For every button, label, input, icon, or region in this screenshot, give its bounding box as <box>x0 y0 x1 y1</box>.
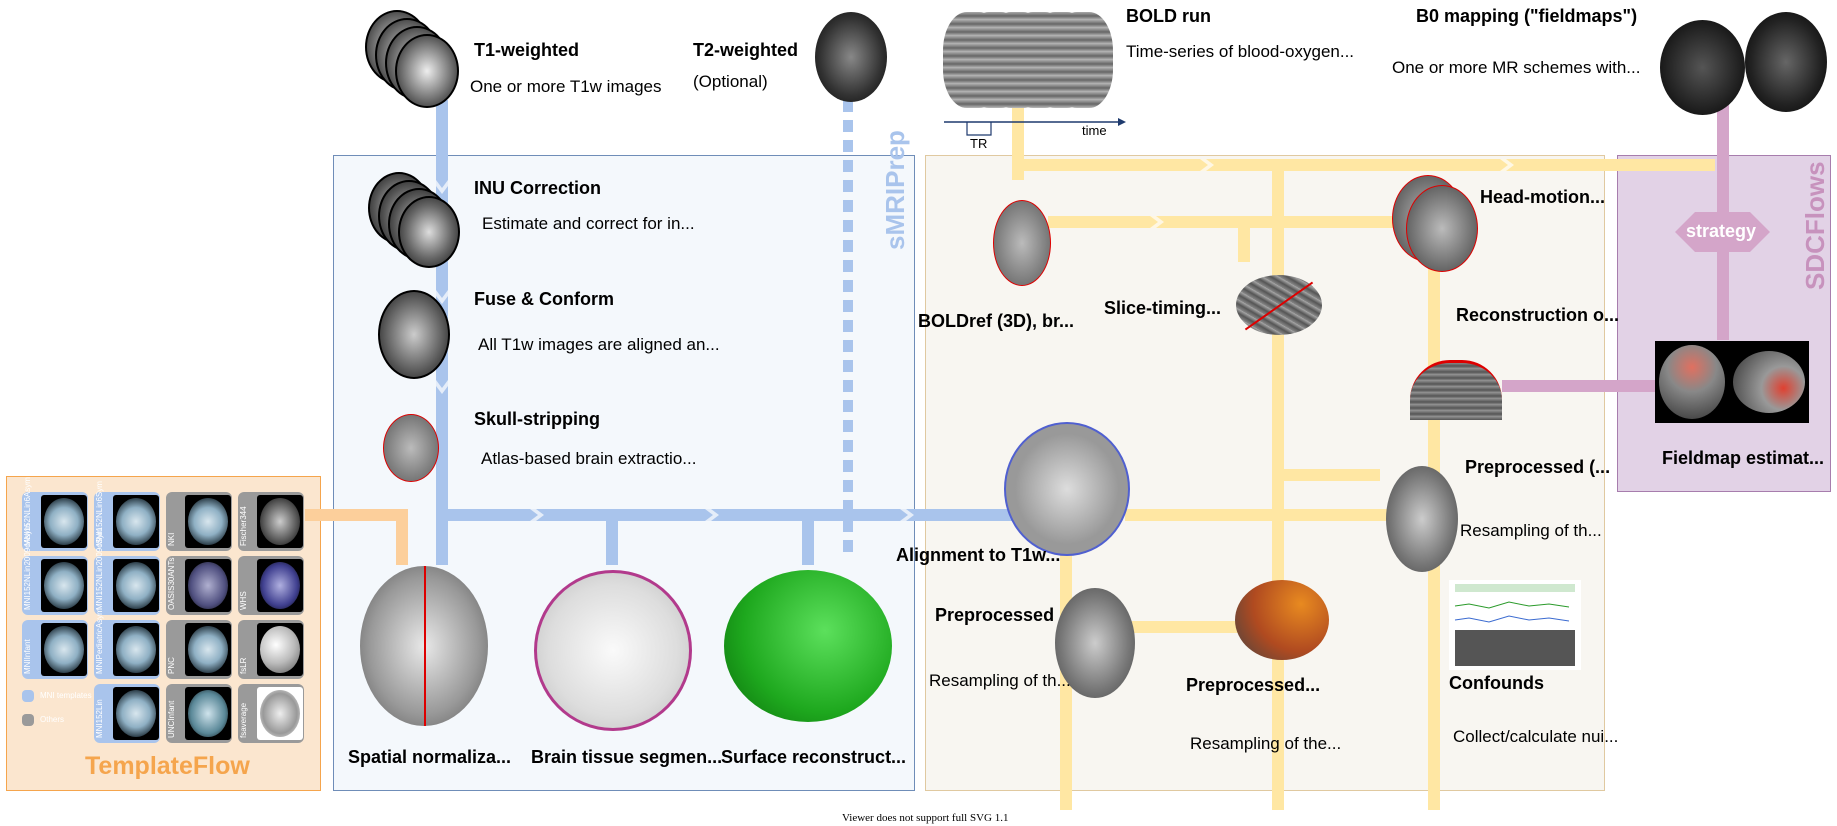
head-motion-image <box>1392 175 1482 273</box>
fmap-desc: One or more MR schemes with... <box>1392 58 1641 77</box>
skull-desc: Atlas-based brain extractio... <box>481 449 697 468</box>
legend-mni-swatch <box>22 690 34 702</box>
confounds-plot <box>1449 580 1581 670</box>
confounds-title: Confounds <box>1449 673 1544 693</box>
templateflow-title: TemplateFlow <box>85 752 250 780</box>
template-tile: MNI152NLin6Asym <box>22 477 88 551</box>
alignment-label: Alignment to T1w... <box>896 545 1061 565</box>
reconstruction-label: Reconstruction o... <box>1456 305 1620 325</box>
fieldmap-estimate-image <box>1655 341 1809 423</box>
footer-note: Viewer does not support full SVG 1.1 <box>842 812 1009 824</box>
fieldmap-estimate-label: Fieldmap estimat... <box>1662 448 1825 468</box>
preprocessed-native-image <box>1386 466 1458 572</box>
head-motion-label: Head-motion... <box>1480 187 1605 207</box>
confounds-desc: Collect/calculate nui... <box>1453 727 1619 746</box>
slice-timing-label: Slice-timing... <box>1104 298 1222 318</box>
template-tile: MNI152NLin2009cAsym <box>22 524 88 615</box>
template-tile: PNC <box>166 620 232 679</box>
template-tile: MNIPediatricAsym <box>94 608 160 679</box>
inu-title: INU Correction <box>474 178 602 198</box>
template-tile: MNI152NLin2009cSym <box>94 528 160 615</box>
template-tile: fsaverage <box>238 684 304 743</box>
t1w-stack-image <box>365 10 459 115</box>
template-grid: MNI152NLin6Asym MNI152NLin6Sym NKI Fisch… <box>22 477 312 743</box>
alignment-image <box>1004 422 1130 556</box>
legend-others-label: Others <box>40 715 65 724</box>
surface-recon-image <box>724 570 892 722</box>
template-tile: MNIInfant <box>22 620 88 679</box>
template-tile: WHS <box>238 556 304 615</box>
sdc-corrected-image <box>1410 360 1502 420</box>
template-tile: MNI152NLin6Sym <box>94 481 160 551</box>
tissue-seg-label: Brain tissue segmen... <box>531 747 723 767</box>
bold-title: BOLD run <box>1126 6 1211 26</box>
inu-desc: Estimate and correct for in... <box>482 214 695 233</box>
preprocessed-vol-image <box>1055 588 1135 698</box>
fuse-title: Fuse & Conform <box>474 289 615 309</box>
template-tile: MNI152Lin <box>94 684 160 743</box>
t2w-image <box>815 12 887 102</box>
template-tile: Fischer344 <box>238 492 304 551</box>
template-tile: NKI <box>166 492 232 551</box>
smriprep-title: sMRIPrep <box>880 130 910 250</box>
template-tile: UNCInfant <box>166 684 232 743</box>
strategy-label: strategy <box>1686 221 1757 241</box>
sdcflows-title: SDCFlows <box>1800 161 1830 290</box>
fuse-conform-image <box>378 290 450 379</box>
legend-mni-label: MNI templates <box>40 691 92 700</box>
t2w-title: T2-weighted <box>693 40 799 60</box>
time-label: time <box>1082 123 1107 138</box>
fmap-title: B0 mapping ("fieldmaps") <box>1416 6 1638 26</box>
bold-series-image <box>943 12 1113 112</box>
spatial-norm-midline <box>424 566 426 726</box>
spatial-norm-label: Spatial normaliza... <box>348 747 512 767</box>
preprocessed-surf-desc: Resampling of the... <box>1190 734 1342 753</box>
preprocessed-vol-title: Preprocessed <box>935 605 1055 625</box>
preprocessed-native-desc: Resampling of th... <box>1460 521 1602 540</box>
bold-desc: Time-series of blood-oxygen... <box>1126 42 1355 61</box>
surface-recon-label: Surface reconstruct... <box>721 747 907 767</box>
t2w-desc: (Optional) <box>693 72 768 91</box>
skull-strip-image <box>383 414 439 482</box>
legend-others-swatch <box>22 714 34 726</box>
fieldmap-images <box>1660 12 1830 117</box>
preprocessed-surf-image <box>1235 580 1329 660</box>
boldref-label: BOLDref (3D), br... <box>918 311 1075 331</box>
template-tile: fsLR <box>238 620 304 679</box>
t1w-desc: One or more T1w images <box>470 77 662 96</box>
skull-title: Skull-stripping <box>474 409 600 429</box>
preprocessed-surf-title: Preprocessed... <box>1186 675 1321 695</box>
tissue-seg-image <box>534 570 692 731</box>
preprocessed-native-title: Preprocessed (... <box>1465 457 1611 477</box>
fuse-desc: All T1w images are aligned an... <box>478 335 720 354</box>
t1w-title: T1-weighted <box>474 40 580 60</box>
inu-image <box>368 172 460 272</box>
template-tile: OASIS30ANTs <box>166 556 232 615</box>
tr-label: TR <box>970 136 988 151</box>
preprocessed-vol-desc: Resampling of th... <box>929 671 1071 690</box>
boldref-image <box>993 200 1051 286</box>
